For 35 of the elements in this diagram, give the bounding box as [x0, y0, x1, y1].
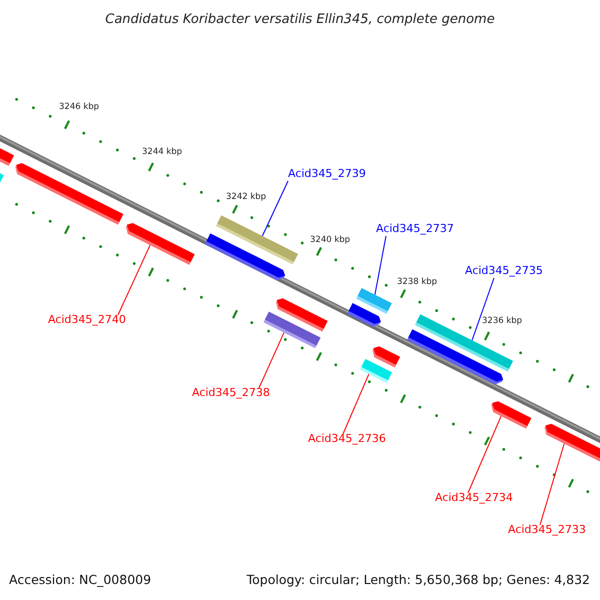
leader-line [540, 443, 565, 526]
gene-block [360, 358, 392, 384]
tick-label: 3238 kbp [397, 278, 438, 286]
leader-line [472, 278, 494, 341]
gene-label: Acid345_2736 [308, 433, 386, 444]
leader-line [118, 244, 151, 316]
gene-label: Acid345_2739 [288, 168, 366, 179]
gene-label: Acid345_2737 [376, 223, 454, 234]
tick-label: 3242 kbp [226, 193, 266, 202]
tick-label: 3244 kbp [142, 148, 182, 156]
pointed-gene-block [406, 329, 506, 387]
gene-label: Acid345_2740 [48, 314, 126, 325]
gene-label: Acid345_2738 [192, 387, 270, 398]
gene-block [263, 312, 321, 348]
leader-line [258, 332, 284, 388]
pointed-gene-block [123, 221, 195, 265]
tick-label: 3246 kbp [59, 103, 100, 112]
footer-text: Topology: circular; Length: 5,650,368 bp; Genes: 4,832 [246, 574, 590, 586]
gene-label: Acid345_2734 [435, 492, 513, 503]
gene-label: Acid345_2735 [465, 265, 543, 276]
leader-line [262, 180, 288, 236]
pointed-gene-block [204, 233, 288, 283]
tick-label: 3236 kbp [482, 317, 522, 326]
title: Candidatus Koribacter versatilis Ellin345, complete genome [104, 11, 496, 29]
pointed-gene-block [347, 303, 383, 329]
tick-label: 3240 kbp [310, 236, 350, 244]
pointed-gene-block [542, 422, 600, 462]
pointed-gene-block [12, 161, 124, 225]
leader-line [342, 374, 370, 434]
pointed-gene-block [370, 344, 400, 368]
gene-label: Acid345_2733 [508, 524, 586, 535]
pointed-gene-block [488, 399, 532, 429]
leader-line [468, 416, 502, 494]
leader-line [374, 236, 386, 296]
footer-text: Accession: NC_008009 [9, 574, 152, 586]
